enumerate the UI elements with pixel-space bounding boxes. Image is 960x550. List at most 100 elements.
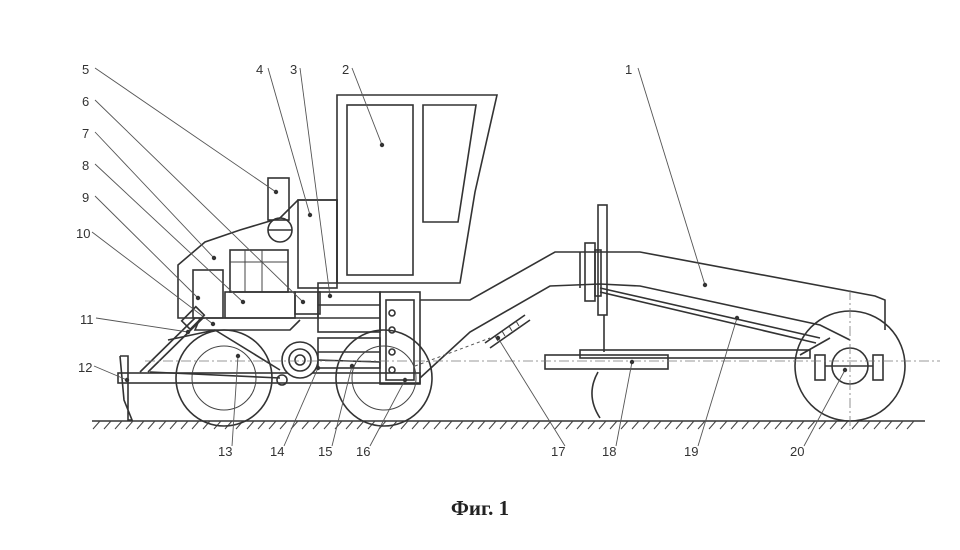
callout-18: 18 [602,444,616,459]
ground-hatch-mark [840,420,849,430]
callout-9: 9 [82,190,89,205]
ground-hatch-mark [719,420,728,430]
ground-hatch-mark [422,420,431,430]
ground-hatch-mark [345,420,354,430]
leader-dot-11 [185,329,191,335]
ground-hatch-mark [697,420,706,430]
callout-labels: 1 2 3 4 5 6 7 8 9 10 11 12 13 14 15 16 1… [76,62,804,459]
ground-hatch-mark [488,420,497,430]
leader-dot-3 [327,293,333,299]
leader-dot-9 [195,295,201,301]
ground-hatch-mark [774,420,783,430]
leader-line-17 [497,337,566,447]
leader-line-9 [94,195,199,299]
ripper [119,305,281,421]
callout-8: 8 [82,158,89,173]
leader-line-6 [94,99,304,303]
leader-dot-20 [842,367,848,373]
ground-hatch-mark [103,420,112,430]
ground-hatch-mark [609,420,618,430]
callout-7: 7 [82,126,89,141]
ground-hatch-mark [180,420,189,430]
ground-hatch-mark [158,420,167,430]
leader-dot-1 [702,282,708,288]
ground-hatch-mark [169,420,178,430]
hydraulic-cylinder [414,314,531,367]
ground-hatch-mark [653,420,662,430]
callout-13: 13 [218,444,232,459]
leader-line-8 [94,163,244,303]
ground-hatch-mark [741,420,750,430]
ground-hatch-mark [246,420,255,430]
callout-1: 1 [625,62,632,77]
ground-hatch-mark [147,420,156,430]
ground-hatch-mark [114,420,123,430]
leader-line-7 [94,131,215,259]
ground-hatch-mark [411,420,420,430]
ground-hatch-mark [796,420,805,430]
engine-body [177,177,338,319]
figure-caption: Фиг. 1 [450,496,510,520]
leader-dot-7 [211,255,217,261]
ground-hatch-mark [708,420,717,430]
callout-3: 3 [290,62,297,77]
hydraulic-block [317,291,421,385]
leader-dot-19 [734,315,740,321]
drive-pulley [276,341,381,386]
rear-wheel-left [175,329,273,427]
center-lines [145,290,940,430]
ground-hatch-mark [686,420,695,430]
ground-hatch-mark [510,420,519,430]
ground-hatch-mark [554,420,563,430]
callout-6: 6 [82,94,89,109]
ground-hatch-mark [631,420,640,430]
leader-line-4 [267,67,311,216]
ground-hatch-mark [224,420,233,430]
ground-hatch-mark [125,420,134,430]
callout-4: 4 [256,62,263,77]
ground-hatch-mark [620,420,629,430]
callout-2: 2 [342,62,349,77]
leader-dot-6 [300,299,306,305]
leader-line-3 [299,67,331,297]
leader-line-13 [231,355,239,447]
ground-hatch-mark [763,420,772,430]
ground-hatch-mark [895,420,904,430]
ground-hatch-mark [884,420,893,430]
ground-hatch-mark [906,420,915,430]
ground-hatch-mark [268,420,277,430]
ground-hatch-mark [532,420,541,430]
ground-hatch-mark [664,420,673,430]
leader-line-1 [637,67,706,286]
ground-hatch-mark [202,420,211,430]
callout-5: 5 [82,62,89,77]
ground-hatch-mark [444,420,453,430]
callout-17: 17 [551,444,565,459]
blade [544,349,811,419]
ground-hatch-mark [521,420,530,430]
leader-line-15 [331,365,353,447]
main-frame [419,251,886,379]
leader-dot-8 [240,299,246,305]
leader-dot-13 [235,353,241,359]
ground-hatch-mark [565,420,574,430]
ground-hatch-mark [312,420,321,430]
callout-12: 12 [78,360,92,375]
ground-hatch-mark [807,420,816,430]
leader-dot-16 [402,377,408,383]
leader-line-20 [803,369,846,447]
leader-line-19 [697,317,738,447]
callout-20: 20 [790,444,804,459]
callout-19: 19 [684,444,698,459]
leader-line-5 [94,67,277,193]
ground-hatch-mark [92,420,101,430]
ground-hatch-mark [356,420,365,430]
rear-wheel-right [335,329,433,427]
ground-hatch-mark [730,420,739,430]
leader-line-12 [93,365,128,381]
ground-hatch-mark [785,420,794,430]
ground-hatch-mark [433,420,442,430]
ground-hatch-mark [257,420,266,430]
ground-hatch-mark [675,420,684,430]
